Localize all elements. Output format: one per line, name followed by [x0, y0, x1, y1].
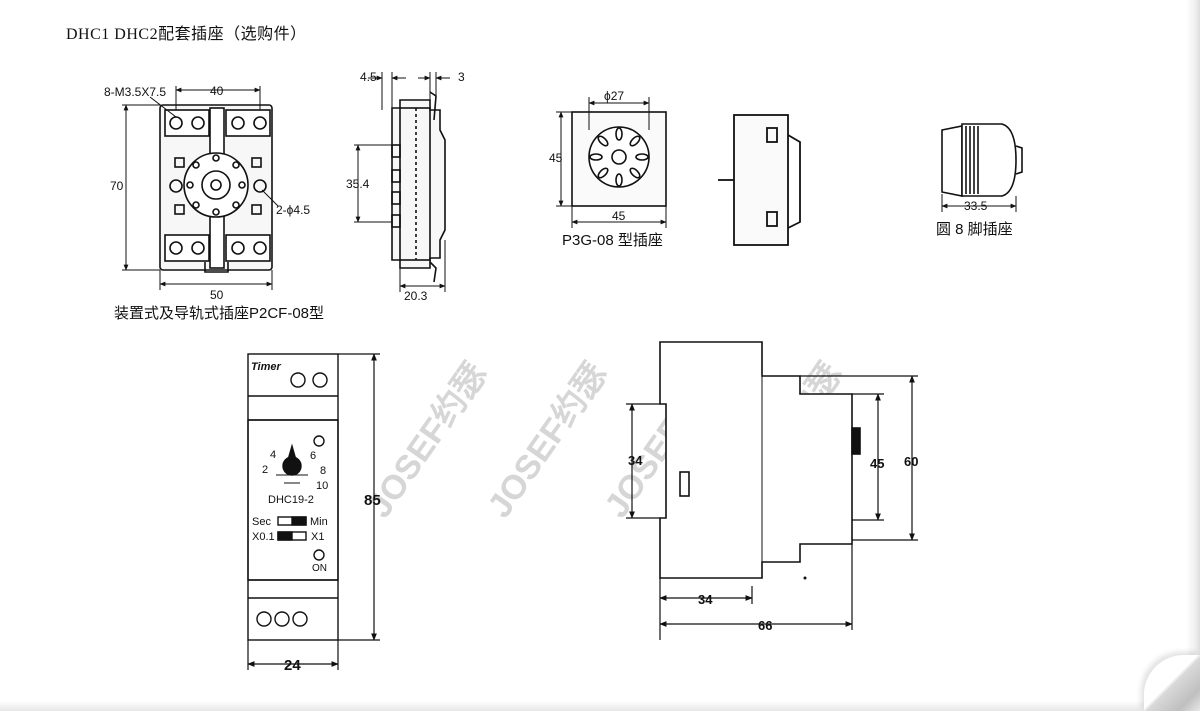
p2cf-screw-dim: 8-M3.5X7.5: [104, 85, 166, 99]
p2cf-width-top-dim: 40: [210, 84, 224, 98]
timer-brand: Timer: [251, 361, 281, 373]
switch2-right-label: X1: [311, 531, 324, 543]
timer-front-dimensions: [247, 353, 380, 670]
side-left-height-dim: 34: [628, 453, 643, 468]
page-edge-shadow: [1186, 0, 1200, 711]
side-inner-depth-dim: 34: [698, 592, 713, 607]
dial-mark-6: 6: [310, 450, 316, 462]
p2cf-hole-dim: 2-ϕ4.5: [276, 203, 310, 217]
side-height-dim: 35.4: [346, 177, 370, 191]
round-caption: 圆 8 脚插座: [936, 221, 1013, 238]
p3g-width-dim: 45: [612, 209, 626, 223]
page-title: DHC1 DHC2配套插座（选购件）: [66, 26, 307, 43]
timer-front: [247, 353, 339, 641]
side-outer-depth-dim: 66: [758, 618, 772, 633]
p2cf-caption: 装置式及导轨式插座P2CF-08型: [114, 305, 325, 322]
dial-mark-4: 4: [270, 449, 276, 461]
p3g-height-dim: 45: [549, 151, 563, 165]
side-dimensions: [354, 72, 450, 292]
round-width-dim: 33.5: [964, 199, 988, 213]
p2cf-socket-front: [159, 104, 273, 273]
p2cf-height-dim: 70: [110, 179, 124, 193]
switch1-right-label: Min: [310, 516, 328, 528]
timer-side: [659, 341, 861, 579]
timer-side-dimensions: [626, 375, 918, 640]
round-socket: [941, 123, 1023, 197]
timer-width-dim: 24: [284, 657, 301, 674]
p3g-diameter-dim: ϕ27: [604, 89, 624, 103]
page-bottom-shadow: [0, 701, 1200, 711]
side-right-dim: 3: [458, 70, 465, 84]
dial-mark-8: 8: [320, 465, 326, 477]
switch1-left-label: Sec: [252, 516, 271, 528]
side-inner-height-dim: 45: [870, 456, 884, 471]
dial-mark-2: 2: [262, 464, 268, 476]
switch2-left-label: X0.1: [252, 531, 275, 543]
side-depth-dim: 20.3: [404, 289, 428, 303]
side-outer-height-dim: 60: [904, 454, 918, 469]
on-label: ON: [312, 563, 327, 574]
p2cf-width-bottom-dim: 50: [210, 288, 224, 302]
p3g-caption: P3G-08 型插座: [562, 232, 663, 249]
dial-mark-10: 10: [316, 480, 328, 492]
side-left-dim: 4.5: [360, 70, 377, 84]
watermark-2: JOSEF约瑟: [480, 356, 614, 525]
p2cf-dimensions: [122, 86, 279, 290]
p3g-socket-side: [718, 114, 801, 246]
socket-side-view: [391, 91, 446, 283]
round-dimensions: [941, 194, 1017, 212]
p3g-socket-front: [571, 111, 667, 207]
timer-height-dim: 85: [364, 492, 381, 509]
p3g-dimensions: [556, 97, 667, 228]
timer-model: DHC19-2: [268, 494, 314, 506]
